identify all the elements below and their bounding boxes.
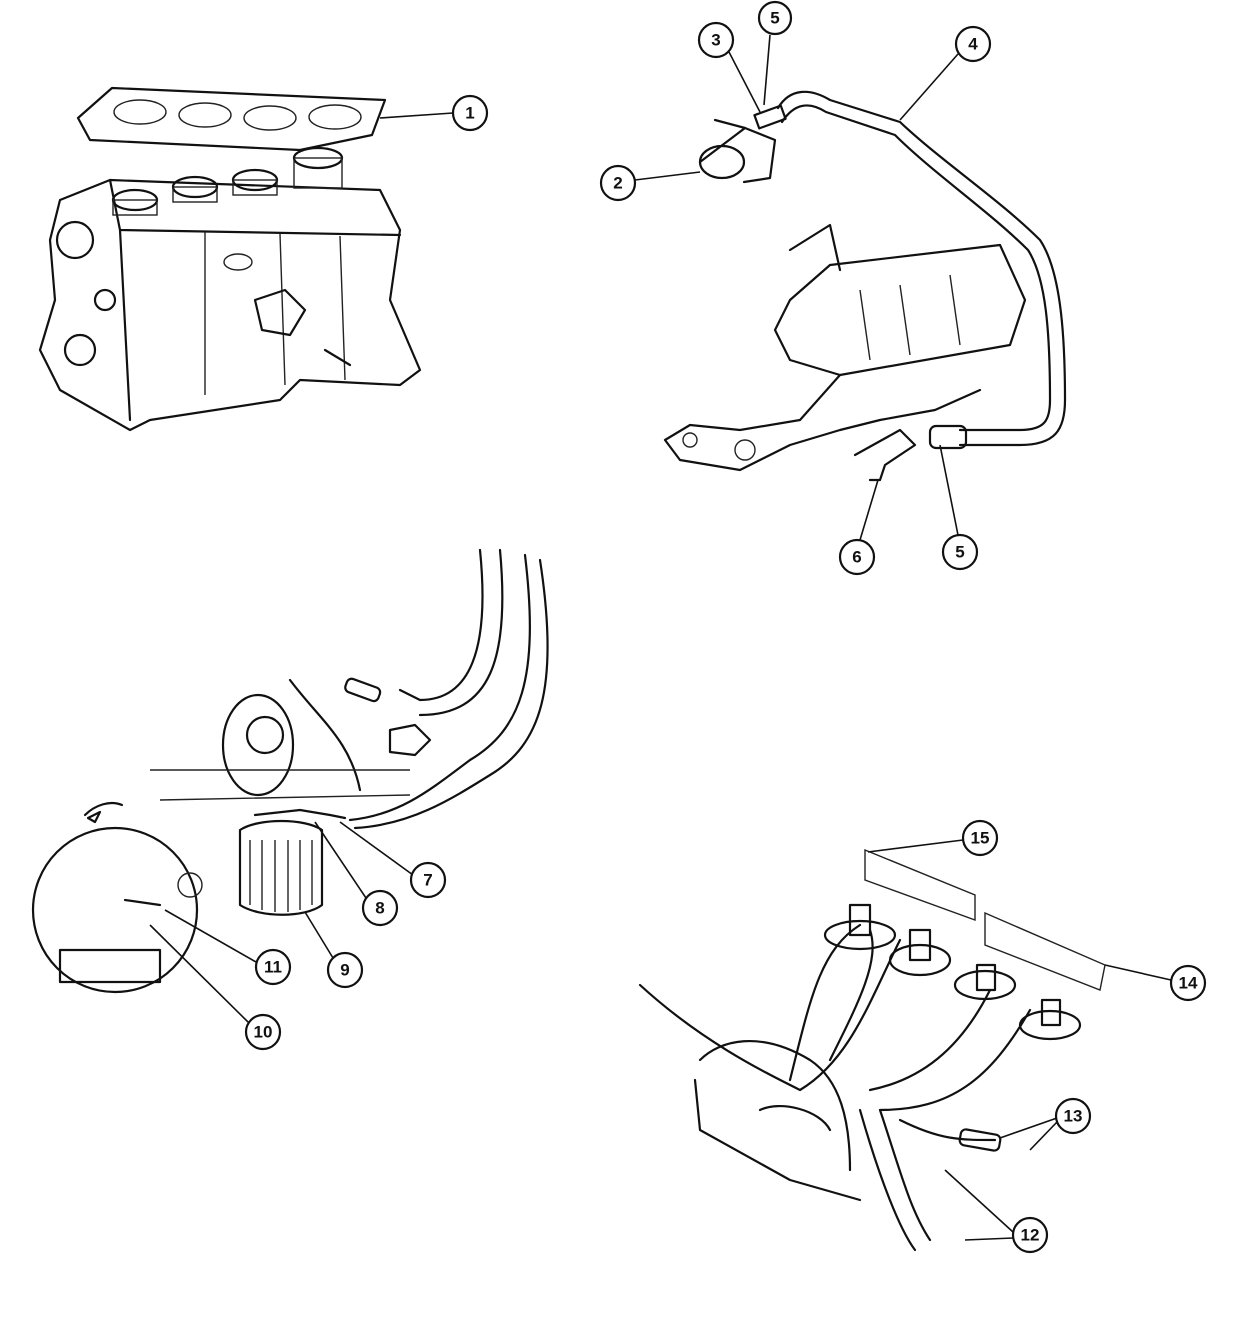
svg-text:2: 2 — [613, 174, 622, 193]
oil-filter-assembly — [31, 548, 549, 994]
callout-4: 4 — [954, 25, 992, 63]
svg-text:9: 9 — [340, 961, 349, 980]
svg-text:5: 5 — [770, 9, 779, 28]
svg-text:3: 3 — [711, 31, 720, 50]
svg-text:7: 7 — [423, 871, 432, 890]
callout-14: 14 — [1169, 964, 1207, 1002]
callout-6: 6 — [838, 538, 876, 576]
svg-text:15: 15 — [971, 829, 990, 848]
leader-lines — [149, 34, 1172, 1241]
intake-manifold — [663, 223, 1027, 482]
callout-8: 8 — [361, 889, 399, 927]
head-gasket — [76, 86, 387, 152]
callout-1: 1 — [451, 94, 489, 132]
callout-7: 7 — [409, 861, 447, 899]
svg-text:14: 14 — [1179, 974, 1198, 993]
svg-text:10: 10 — [254, 1023, 273, 1042]
callout-15: 15 — [961, 819, 999, 857]
callout-2: 2 — [599, 164, 637, 202]
fuel-injection-assembly — [638, 848, 1106, 1252]
callout-13: 13 — [1054, 1097, 1092, 1135]
svg-text:1: 1 — [465, 104, 474, 123]
svg-text:13: 13 — [1064, 1107, 1083, 1126]
svg-text:5: 5 — [955, 543, 964, 562]
callout-5-bottom: 5 — [941, 533, 979, 571]
svg-text:4: 4 — [968, 35, 978, 54]
svg-text:6: 6 — [852, 548, 861, 567]
svg-text:12: 12 — [1021, 1226, 1040, 1245]
callout-9: 9 — [326, 951, 364, 989]
callout-12: 12 — [1011, 1216, 1049, 1254]
callout-11: 11 — [254, 948, 292, 986]
svg-text:11: 11 — [264, 958, 282, 977]
coolant-pipe-assembly — [698, 90, 1067, 450]
engine-block — [38, 146, 422, 432]
callout-10: 10 — [244, 1013, 282, 1051]
callout-5-top: 5 — [757, 0, 793, 36]
callout-3: 3 — [697, 21, 735, 59]
svg-text:8: 8 — [375, 899, 384, 918]
